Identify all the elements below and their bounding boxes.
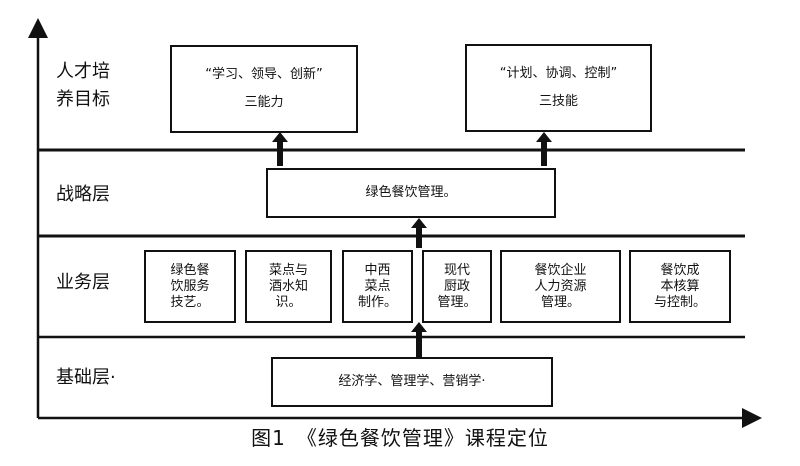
business-box-cooking: 中西 菜点 制作。 <box>342 250 413 323</box>
goal-box-skills-line1: “计划、协调、控制” <box>499 66 618 81</box>
foundation-box: 经济学、管理学、营销学· <box>271 357 553 407</box>
level-label-strategy: 战略层 <box>56 184 110 205</box>
goal-box-skills-line2: 三技能 <box>538 94 578 109</box>
strategy-box-text: 绿色餐饮管理。 <box>365 185 457 200</box>
business-box-hr-management: 餐饮企业 人力资源 管理。 <box>500 250 621 323</box>
goal-box-abilities-line1: “学习、领导、创新” <box>205 67 323 82</box>
foundation-box-text: 经济学、管理学、营销学· <box>338 374 486 389</box>
arrow-strategy-to-goal-right <box>536 132 552 166</box>
arrow-strategy-to-goal-left <box>272 132 288 166</box>
goal-box-skills: “计划、协调、控制” 三技能 <box>465 44 652 132</box>
business-box-text: 绿色餐 饮服务 技艺。 <box>170 262 210 310</box>
level-label-business: 业务层 <box>56 272 110 293</box>
goal-box-abilities-line2: 三能力 <box>244 95 284 110</box>
business-box-service-skills: 绿色餐 饮服务 技艺。 <box>144 250 236 323</box>
business-box-dishes-beverage: 菜点与 酒水知 识。 <box>245 250 332 323</box>
business-box-text: 菜点与 酒水知 识。 <box>268 262 308 310</box>
strategy-box: 绿色餐饮管理。 <box>266 168 556 218</box>
arrow-foundation-to-business <box>411 322 427 358</box>
level-label-talent: 人才培 养目标 <box>56 61 110 110</box>
business-box-kitchen-management: 现代 厨政 管理。 <box>422 250 492 323</box>
goal-box-abilities: “学习、领导、创新” 三能力 <box>170 45 358 133</box>
business-box-text: 餐饮成 本核算 与控制。 <box>653 262 706 310</box>
business-box-text: 现代 厨政 管理。 <box>437 262 477 310</box>
level-label-foundation: 基础层· <box>56 367 116 388</box>
business-box-text: 中西 菜点 制作。 <box>357 262 397 310</box>
figure-caption: 图1 《绿色餐饮管理》课程定位 <box>251 426 549 450</box>
business-box-text: 餐饮企业 人力资源 管理。 <box>534 262 587 310</box>
arrow-business-to-strategy <box>411 218 427 248</box>
business-box-cost-control: 餐饮成 本核算 与控制。 <box>629 250 731 323</box>
